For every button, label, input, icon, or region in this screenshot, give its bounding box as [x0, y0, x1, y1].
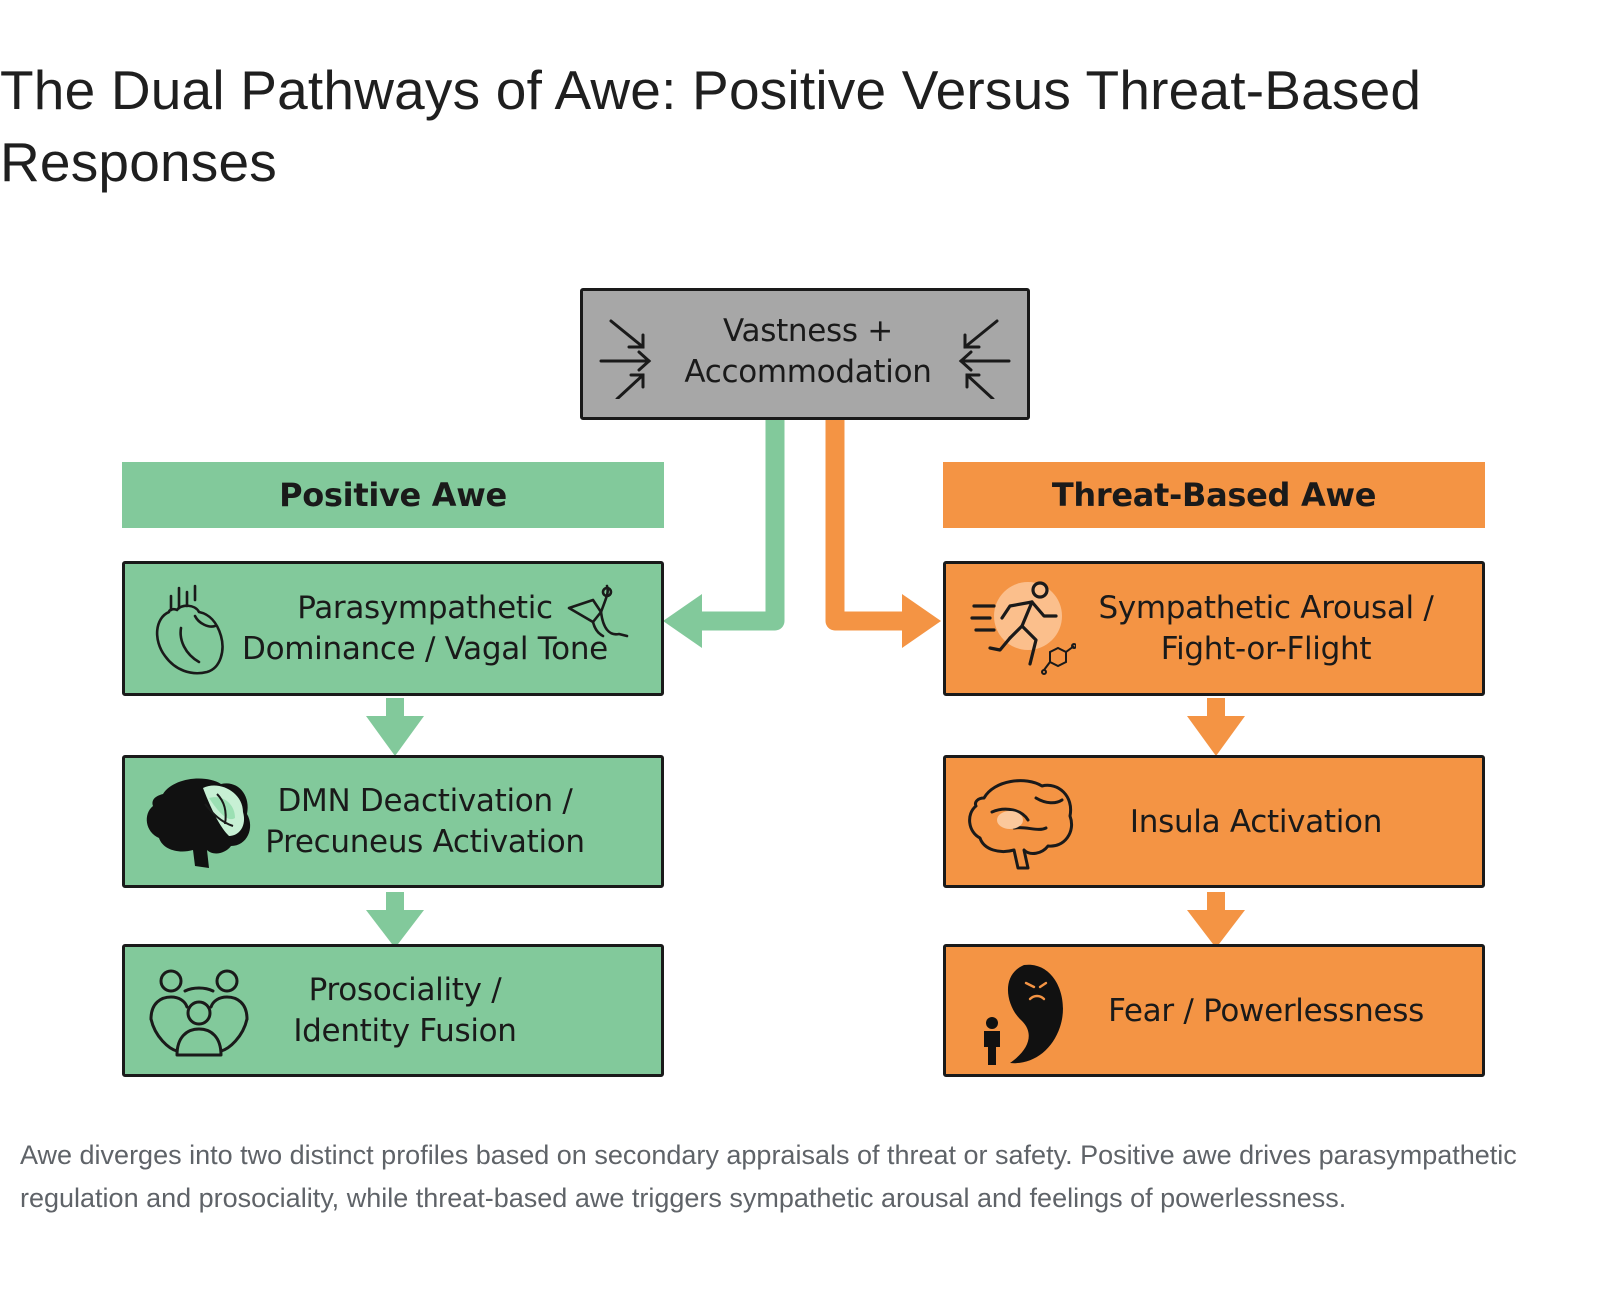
- positive-step-1-label: Parasympathetic Dominance / Vagal Tone: [242, 590, 608, 667]
- shadow-figure-icon: [984, 964, 1063, 1065]
- brain-outline-icon: [968, 779, 1073, 870]
- threat-down-arrow-1: [1187, 698, 1245, 756]
- vagus-nerve-icon: [567, 584, 629, 638]
- connector-to-threat: [825, 417, 907, 631]
- people-group-icon: [149, 969, 249, 1057]
- threat-step-2: Insula Activation: [943, 755, 1485, 888]
- positive-step-3-label: Prosociality / Identity Fusion: [293, 972, 517, 1049]
- positive-down-arrow-1: [366, 698, 424, 756]
- positive-header: Positive Awe: [122, 462, 664, 528]
- heart-icon: [155, 584, 224, 675]
- threat-step-3: Fear / Powerlessness: [943, 944, 1485, 1077]
- top-node-box: Vastness + Accommodation: [580, 288, 1030, 420]
- connector-to-positive: [690, 417, 785, 631]
- positive-step-2: DMN Deactivation / Precuneus Activation: [122, 755, 664, 888]
- arrows-in-left-icon: [599, 319, 652, 399]
- threat-down-arrow-2: [1187, 892, 1245, 948]
- arrows-in-right-icon: [958, 319, 1011, 399]
- figure-caption: Awe diverges into two distinct profiles …: [20, 1140, 1517, 1213]
- threat-step-1-label: Sympathetic Arousal / Fight-or-Flight: [1098, 590, 1434, 667]
- threat-header: Threat-Based Awe: [943, 462, 1485, 528]
- threat-step-2-label: Insula Activation: [1129, 804, 1383, 840]
- page-title: The Dual Pathways of Awe: Positive Versu…: [0, 59, 1422, 193]
- positive-step-1: Parasympathetic Dominance / Vagal Tone: [122, 561, 664, 696]
- connector-to-threat-head: [902, 594, 941, 648]
- running-person-icon: [970, 581, 1076, 675]
- positive-step-3: Prosociality / Identity Fusion: [122, 944, 664, 1077]
- brain-highlight-icon: [146, 778, 251, 868]
- positive-down-arrow-2: [366, 892, 424, 948]
- positive-step-2-label: DMN Deactivation / Precuneus Activation: [265, 783, 585, 860]
- connector-to-positive-head: [663, 594, 702, 648]
- top-node-label: Vastness + Accommodation: [684, 313, 932, 390]
- threat-step-1: Sympathetic Arousal / Fight-or-Flight: [943, 561, 1485, 696]
- threat-step-3-label: Fear / Powerlessness: [1108, 993, 1424, 1029]
